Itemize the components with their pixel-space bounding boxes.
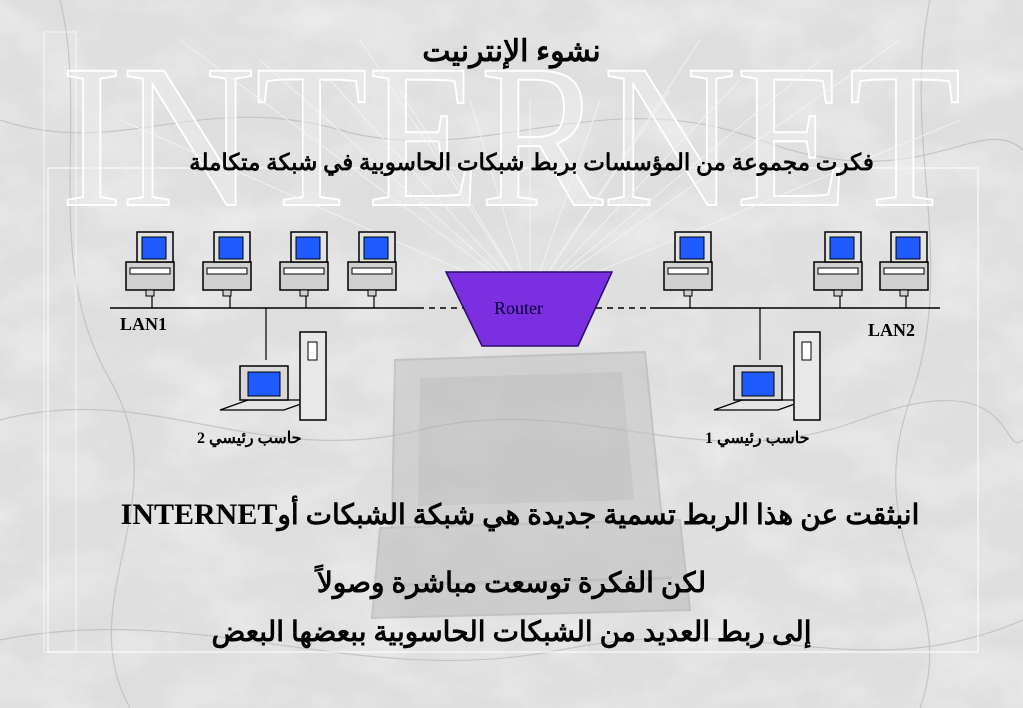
- lan2-computer-2: [813, 231, 863, 297]
- slide-subtitle: فكرت مجموعة من المؤسسات بربط شبكات الحاس…: [189, 150, 874, 175]
- mainframe-2-icon: [219, 331, 327, 421]
- lan2-computer-3: [879, 231, 929, 297]
- lan1-computer-1: [125, 231, 175, 297]
- lan1-computer-4: [347, 231, 397, 297]
- internet-term: INTERNET: [120, 498, 278, 531]
- router-shape: [444, 271, 614, 347]
- router-label: Router: [494, 298, 543, 318]
- body-line-3: إلى ربط العديد من الشبكات الحاسوبية ببعض…: [211, 617, 812, 648]
- mainframe-1-icon: [713, 331, 821, 421]
- lan1-computer-3: [279, 231, 329, 297]
- slide-title: نشوء الإنترنيت: [422, 35, 601, 68]
- lan2-label: LAN2: [868, 320, 916, 340]
- body-line-2: لكن الفكرة توسعت مباشرة وصولاً: [316, 568, 707, 599]
- lan1-label: LAN1: [120, 314, 168, 334]
- mainframe-2-label: حاسب رئيسي 2: [197, 430, 302, 447]
- mainframe-1-label: حاسب رئيسي 1: [705, 430, 810, 447]
- body-line-1: انبثقت عن هذا الربط تسمية جديدة هي شبكة …: [0, 498, 1023, 532]
- body-line-1-arabic: انبثقت عن هذا الربط تسمية جديدة هي شبكة …: [277, 500, 920, 531]
- lan2-computer-1: [663, 231, 713, 297]
- watermark-text: INTERNET: [61, 23, 961, 250]
- lan1-computer-2: [202, 231, 252, 297]
